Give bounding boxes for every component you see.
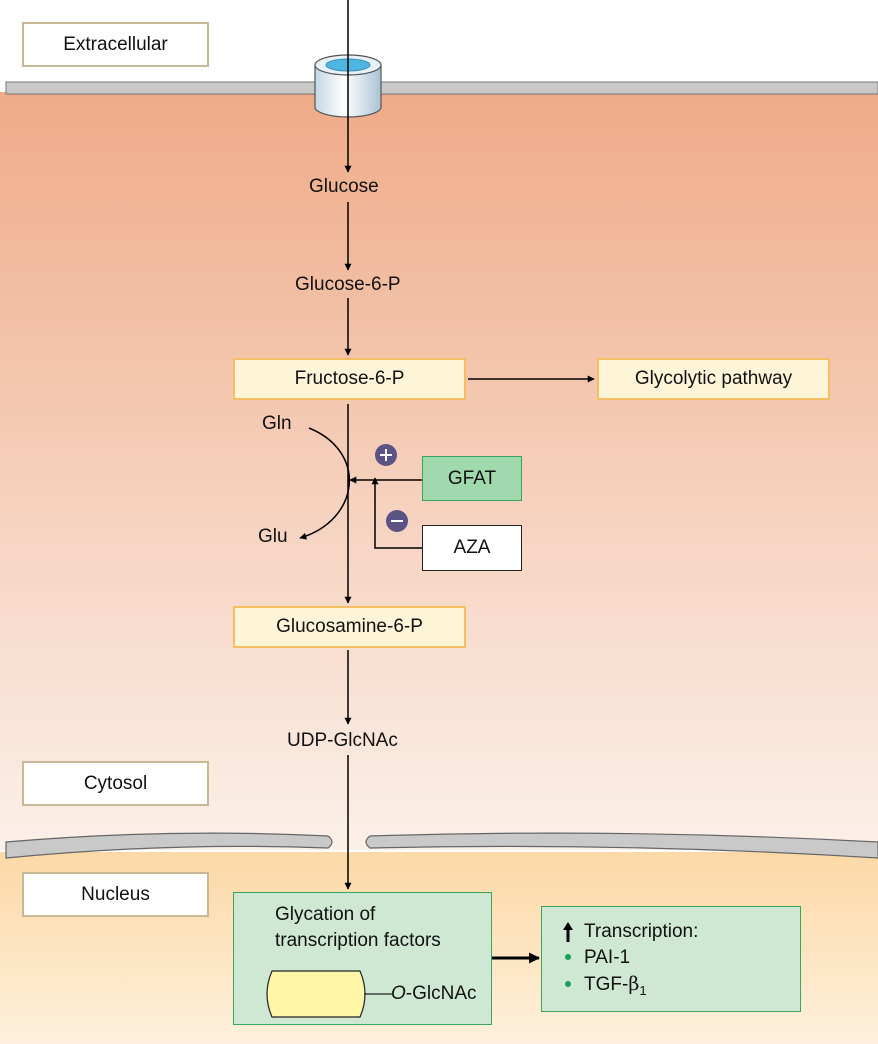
tgf-prefix: TGF- — [584, 974, 629, 995]
glycolytic-pathway-box: Glycolytic pathway — [597, 358, 830, 400]
o-glcnac-tag: O-GlcNAc — [391, 982, 477, 1005]
bullet-icon — [565, 981, 571, 987]
tgf-beta: β — [628, 973, 640, 995]
arrow-aza-inhibits — [371, 477, 422, 549]
plus-regulator-icon — [375, 444, 397, 466]
udp-glcnac-label: UDP-GlcNAc — [287, 730, 398, 751]
gfat-enzyme-box: GFAT — [422, 456, 522, 501]
glycation-line-1: Glycation of — [275, 904, 376, 925]
tgf-subscript: 1 — [639, 982, 647, 998]
minus-regulator-icon — [386, 510, 408, 532]
aza-inhibitor-box: AZA — [422, 525, 522, 571]
gln-glu-curve — [299, 427, 350, 540]
glucosamine-6-p-box: Glucosamine-6-P — [233, 606, 466, 648]
up-arrow-icon — [563, 922, 573, 942]
fructose-6-p-box: Fructose-6-P — [233, 358, 466, 400]
glycation-panel: Glycation of transcription factors O-Glc… — [233, 892, 492, 1025]
bullet-icon — [565, 954, 571, 960]
o-glcnac-rest: -GlcNAc — [405, 983, 477, 1004]
nuclear-envelope-right — [365, 832, 878, 859]
glycation-line-2: transcription factors — [275, 930, 441, 951]
transcription-item-tgf: TGF-β1 — [584, 973, 647, 1002]
glu-label: Glu — [258, 526, 288, 547]
gln-label: Gln — [262, 413, 292, 434]
plasma-membrane — [5, 81, 878, 95]
glucose-6-p-label: Glucose-6-P — [295, 274, 401, 295]
cytosol-label: Cytosol — [22, 761, 209, 806]
transcription-item-pai1: PAI-1 — [584, 947, 631, 968]
o-glcnac-o: O — [391, 983, 406, 1004]
transcription-panel: Transcription: PAI-1 TGF-β1 — [541, 906, 801, 1012]
nuclear-envelope-left — [5, 832, 333, 859]
nucleus-label: Nucleus — [22, 872, 209, 917]
glucose-label: Glucose — [309, 176, 379, 197]
extracellular-label: Extracellular — [22, 22, 209, 67]
transcription-factor-icon — [266, 970, 392, 1018]
transcription-title: Transcription: — [584, 921, 699, 942]
